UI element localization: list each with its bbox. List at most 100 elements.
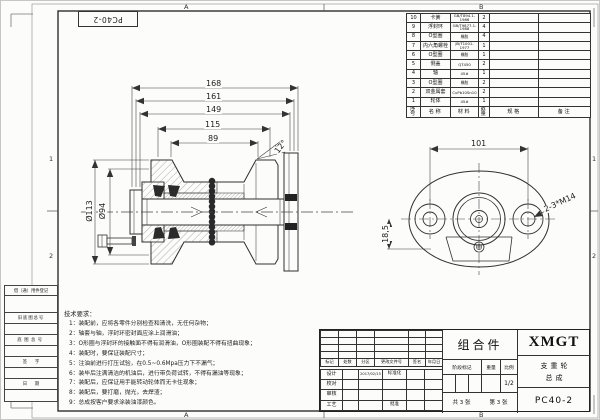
- part-spec: [489, 50, 539, 61]
- margin-label-master-no: 底图总号: [4, 335, 58, 346]
- dim-115: 115: [204, 120, 222, 129]
- part-spec: [489, 78, 539, 89]
- revision-row: [320, 350, 443, 359]
- header-remark: 备注: [538, 105, 591, 119]
- zone-2-right: 2: [592, 252, 597, 260]
- part-remark: [538, 31, 591, 42]
- dim-101: 101: [470, 139, 488, 148]
- rev-cell: [374, 330, 409, 338]
- part-name-line1: 支重轮: [540, 361, 571, 370]
- part-qty: 2: [478, 12, 490, 24]
- part-remark: [538, 12, 591, 24]
- part-material: 橡胶: [450, 78, 479, 89]
- part-remark: [538, 22, 591, 33]
- margin-cell-empty: [4, 368, 58, 379]
- end-view-bracket: [401, 163, 557, 275]
- part-spec: [489, 59, 539, 70]
- part-remark: [538, 68, 591, 80]
- part-material: QT450: [450, 59, 479, 70]
- revision-table: 标记 处数 分区 更改文件号 签名 年月日: [320, 330, 443, 367]
- sheet-number: 第 3 张: [489, 400, 508, 406]
- part-name-block: 支重轮 总成: [518, 355, 590, 387]
- corner-stamp-label: PC40-2: [93, 14, 123, 24]
- part-remark: [538, 50, 591, 61]
- dim-18-5: 18,5: [380, 224, 390, 244]
- tech-req-item: 4：装配时，要保证装配尺寸；: [69, 350, 149, 357]
- rev-cell: [320, 343, 339, 352]
- signature-row: 校对: [320, 379, 443, 391]
- dimension-lines-left: [91, 84, 299, 265]
- zone-2-left: 2: [49, 252, 54, 260]
- tech-req-item: 8：装配后，要打磨，抛光，去焊渣；: [69, 390, 166, 397]
- scale-value: 1/2: [504, 380, 514, 387]
- rev-cell: [374, 336, 409, 345]
- rev-cell: [425, 336, 443, 345]
- rev-cell: [338, 330, 357, 338]
- part-no: 9: [406, 22, 421, 33]
- design-date: 2017/02/15: [358, 368, 383, 381]
- sig-cell: [358, 389, 383, 401]
- part-material: GB/T9877.1-1988: [450, 22, 479, 33]
- part-name: 轮体: [420, 96, 451, 107]
- rev-header-sign: 签名: [408, 357, 426, 367]
- tech-req-item: 2：轴套与轴，浮封环密封面应涂上润滑油；: [69, 330, 183, 337]
- part-qty: 4: [478, 22, 490, 33]
- part-qty: 1: [478, 50, 490, 61]
- tech-req-item: 9：总成按客户要求涂装油漆颜色。: [69, 400, 160, 407]
- rev-cell: [338, 343, 357, 352]
- margin-cell-empty: [4, 324, 58, 335]
- sheets-total: 共 3 张: [452, 400, 471, 406]
- part-material: 45#: [450, 96, 479, 107]
- stage-mark-label: 阶段标记: [443, 360, 482, 374]
- tech-req-title: 技术要求：: [64, 311, 96, 318]
- title-block-middle: 组合件 阶段标记 重量 比例 1/2 共 3 张 第 3 张: [442, 330, 517, 413]
- header-name: 名称: [420, 105, 451, 119]
- part-no: 6: [406, 50, 421, 61]
- role-approve: 批准: [382, 399, 407, 411]
- part-no: 5: [406, 59, 421, 70]
- rev-cell: [408, 343, 426, 352]
- dim-149: 149: [205, 105, 223, 114]
- rev-cell: [356, 336, 375, 345]
- sig-cell: [406, 368, 425, 381]
- sig-cell: [342, 379, 359, 391]
- sig-cell: [424, 399, 443, 411]
- part-no: 10: [406, 12, 421, 24]
- part-name: 侧盖: [420, 59, 451, 70]
- role-review: 审核: [320, 389, 343, 401]
- part-qty: 1: [478, 96, 490, 107]
- part-name: O型圈: [420, 31, 451, 42]
- sig-cell: [358, 379, 383, 391]
- signature-row: 设计 2017/02/15 标准化: [320, 368, 443, 381]
- rev-header-date: 年月日: [425, 357, 443, 367]
- part-remark: [538, 59, 591, 70]
- drawing-number: PC40-2: [518, 387, 590, 413]
- margin-label-old-master-no: 旧底图总号: [4, 313, 58, 324]
- zone-1-left: 1: [49, 155, 54, 163]
- signature-table: 设计 2017/02/15 标准化 校对 审核 工艺 批准: [320, 368, 443, 411]
- sig-cell: [406, 389, 425, 401]
- part-name: 双金属套: [420, 87, 451, 98]
- part-name-line2: 总成: [545, 373, 566, 382]
- header-qty: 数量: [478, 105, 490, 119]
- weight-value: [482, 375, 501, 392]
- dim-89: 89: [207, 134, 220, 143]
- part-material: CuPb10Sn10: [450, 87, 479, 98]
- zone-b-top: B: [479, 2, 484, 11]
- part-material: 橡胶: [450, 50, 479, 61]
- part-spec: [489, 96, 539, 107]
- part-spec: [489, 12, 539, 24]
- margin-label-signature: 签字: [4, 357, 58, 368]
- sig-cell: [342, 368, 359, 381]
- revision-row: [320, 330, 443, 338]
- tech-req-item: 7：装配后，应保证用手能转动轮体而无卡住现象；: [69, 380, 201, 387]
- rev-cell: [408, 350, 426, 359]
- rev-cell: [338, 336, 357, 345]
